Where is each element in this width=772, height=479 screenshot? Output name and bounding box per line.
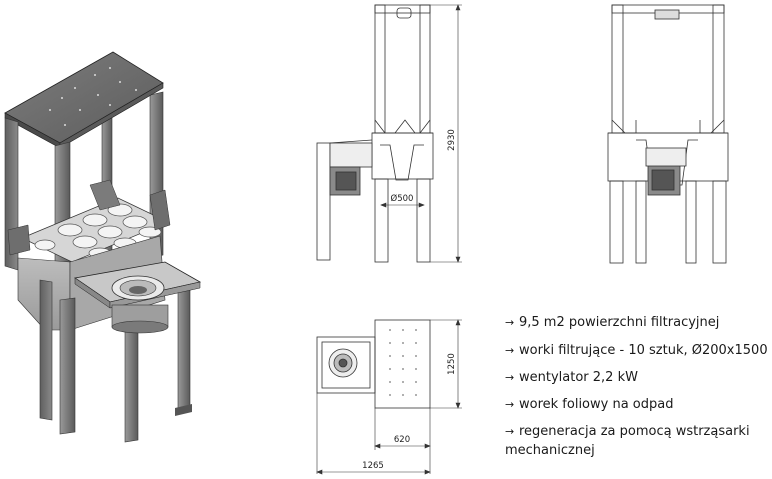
side-post [316,142,331,261]
spec-text: worki filtrujące - 10 sztuk, Ø200x1500 [519,343,768,358]
spec-item-waste-bag: → worek foliowy na odpad [505,395,673,414]
arrow-right-icon: → [505,398,515,411]
spec-item-filter-area: → 9,5 m2 powierzchni filtracyjnej [505,313,719,332]
spec-text: worek foliowy na odpad [519,397,674,412]
lower-leg-left [39,279,53,421]
lower-leg-mid [124,317,139,443]
inlet-width-label: 620 [394,435,410,445]
top-beam [374,4,431,14]
pipe-diameter-label: Ø500 [391,193,414,204]
spec-text: wentylator 2,2 kW [519,370,638,385]
lower-post-left [374,178,389,263]
top-view-dims [316,319,462,475]
arrow-right-icon: → [505,371,515,384]
overall-width-label: 1265 [362,461,384,471]
height-label: 2930 [447,129,457,151]
front-elevation [316,4,434,263]
isometric-view [4,51,202,443]
spec-text: regeneracja za pomocą wstrząsarki mechan… [505,424,750,458]
spec-item-regeneration: →regeneracja za pomocą wstrząsarki mecha… [505,422,765,460]
arrow-right-icon: → [505,316,515,329]
top-view-fan-box [316,336,376,394]
depth-label: 1250 [447,353,457,375]
spec-item-filter-bags: → worki filtrujące - 10 sztuk, Ø200x1500 [505,341,768,360]
top-view [316,319,431,409]
spec-text: 9,5 m2 powierzchni filtracyjnej [519,315,720,330]
arrow-right-icon: → [505,425,515,438]
side-elevation [607,4,729,264]
lower-leg-front [59,297,76,435]
upper-post-left [374,4,386,134]
arrow-right-icon: → [505,344,515,357]
spec-item-fan: → wentylator 2,2 kW [505,368,638,387]
lower-leg-right [177,289,191,413]
lower-post-right [416,178,431,263]
front-elevation-dims [380,4,462,263]
upper-post-right [419,4,431,134]
